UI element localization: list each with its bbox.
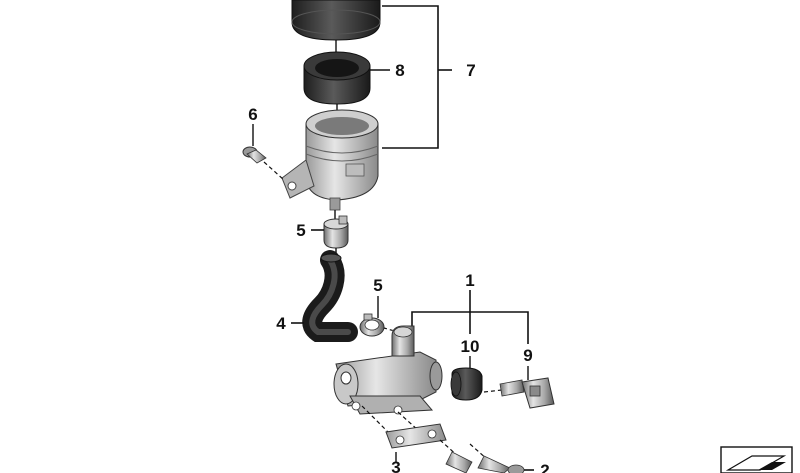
cap-gasket xyxy=(303,51,371,105)
callout-6: 6 xyxy=(248,105,257,124)
callout-2: 2 xyxy=(540,461,549,473)
hose-clamp-lower xyxy=(359,313,385,337)
callout-8: 8 xyxy=(395,61,404,80)
diagram-thumbnail-icon xyxy=(720,446,793,473)
hose-clamp-upper xyxy=(323,215,349,249)
callout-7: 7 xyxy=(466,61,475,80)
screw-axis xyxy=(263,161,285,181)
callout-3: 3 xyxy=(391,458,400,473)
bracket xyxy=(361,405,447,449)
callout-1: 1 xyxy=(465,271,474,290)
leader-group-1 xyxy=(411,290,529,344)
callout-4: 4 xyxy=(276,314,286,333)
bolts xyxy=(439,439,525,473)
hose xyxy=(302,250,358,342)
boot xyxy=(450,367,483,401)
reservoir-cap xyxy=(291,0,381,41)
callout-5-lower: 5 xyxy=(373,276,382,295)
leader-group-7 xyxy=(382,5,452,149)
master-cylinder xyxy=(333,325,443,415)
screw xyxy=(242,146,267,164)
callout-5-upper: 5 xyxy=(296,221,305,240)
callout-9: 9 xyxy=(523,346,532,365)
push-rod xyxy=(483,377,555,409)
callout-10: 10 xyxy=(461,337,480,356)
reservoir xyxy=(281,109,379,211)
